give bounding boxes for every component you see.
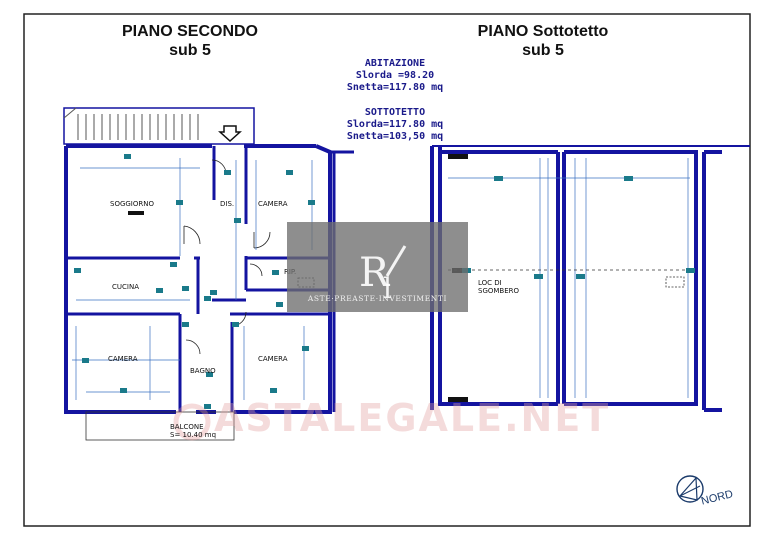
abitazione-label: ABITAZIONE [364,58,426,69]
entrance-arrow-icon [218,125,242,143]
compass-icon [676,475,704,503]
room-label-loc-line2: SGOMBERO [478,287,520,295]
left-title-line2: sub 5 [169,42,211,59]
heater-mark [128,211,144,215]
room-label-camera-2: CAMERA [108,355,138,363]
abitazione-info: ABITAZIONE Slorda =98.20 Snetta=117.80 m… [330,58,460,94]
attic-service-lines [448,158,690,398]
left-title-line1: PIANO SECONDO [121,23,258,40]
svg-text:R: R [359,250,391,296]
room-label-soggiorno: SOGGIORNO [110,200,154,208]
watermark-site: ASTALEGALE.NET [214,396,611,440]
attic-storage-box [665,276,685,288]
electrical-fixtures [74,154,315,409]
attic-fixtures [462,176,695,279]
service-lines [72,158,313,400]
right-floor-title: PIANO Sottotetto sub 5 [432,22,654,60]
balcony-outline [85,411,235,441]
right-title-line2: sub 5 [522,42,564,59]
svg-text:l: l [383,272,392,305]
left-floor-title: PIANO SECONDO sub 5 [90,22,290,60]
abitazione-lorda: Slorda =98.20 [355,70,435,81]
room-label-camera-3: CAMERA [258,355,288,363]
abitazione-netta: Snetta=117.80 mq [346,82,444,93]
sottotetto-info: SOTTOTETTO Slorda=117.80 mq Snetta=103,5… [330,107,460,143]
attic-floor-plan [430,145,750,412]
watermark-box: R l [287,222,468,312]
watermark-tagline: ASTE·PREASTE·INVESTIMENTI [307,294,448,303]
attic-outer-walls [430,145,750,412]
room-label-cucina: CUCINA [112,283,139,291]
watermark-ra-logo-icon: R l [359,245,407,305]
sheet-frame [23,13,751,527]
right-title-line1: PIANO Sottotetto [477,23,609,40]
room-label-camera-1: CAMERA [258,200,288,208]
room-label-balcone: BALCONE [170,423,204,431]
sottotetto-lorda: Slorda=117.80 mq [346,119,444,130]
stair-treads [77,114,199,140]
room-label-bagno: BAGNO [190,367,216,375]
room-label-dis: DIS. [220,200,235,208]
sottotetto-netta: Snetta=103,50 mq [346,131,444,142]
room-label-balcone-area: S= 10.40 mq [170,431,217,439]
sottotetto-label: SOTTOTETTO [364,107,426,118]
watermark-logo-icon [173,403,211,441]
door-swings [183,159,271,355]
room-label-loc-line1: LOC DI [478,279,502,287]
